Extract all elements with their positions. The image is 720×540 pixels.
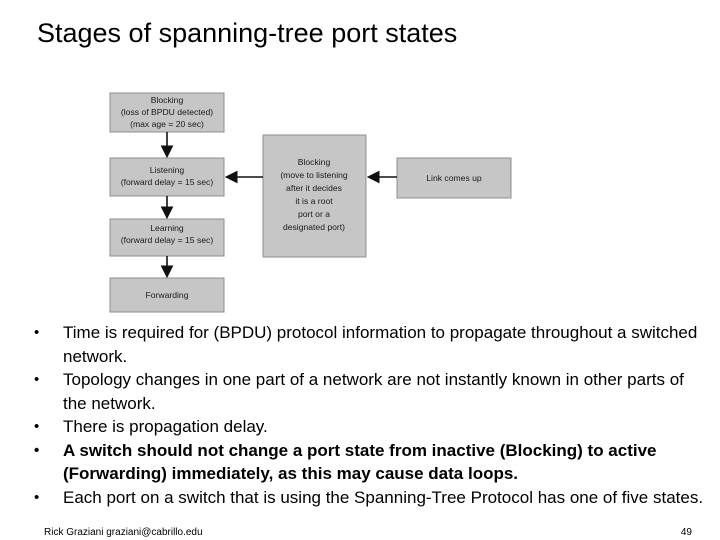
link-comes-up-label: Link comes up bbox=[426, 173, 482, 183]
learning-box: Learning (forward delay = 15 sec) bbox=[109, 218, 225, 257]
bullet-dot: • bbox=[34, 441, 40, 459]
bullet-dot: • bbox=[34, 418, 40, 435]
forwarding-box-line: Forwarding bbox=[146, 290, 189, 300]
bullet-text: There is propagation delay. bbox=[63, 417, 268, 436]
blocking-box-line: (max age = 20 sec) bbox=[130, 119, 204, 129]
learning-box-line: (forward delay = 15 sec) bbox=[121, 235, 214, 245]
port-states-diagram: Blocking (loss of BPDU detected) (max ag… bbox=[109, 92, 512, 313]
bullet-text: A switch should not change a port state … bbox=[63, 440, 657, 484]
bullet-list: • Time is required for (BPDU) protocol in… bbox=[34, 321, 704, 509]
blocking-side-line: Blocking bbox=[298, 157, 331, 167]
bullet-dot: • bbox=[34, 371, 40, 388]
listening-box-line: Listening bbox=[150, 165, 185, 175]
blocking-side-line: port or a bbox=[298, 209, 330, 219]
bullet-item: • A switch should not change a port state… bbox=[34, 439, 704, 486]
bullet-item: • Topology changes in one part of a netwo… bbox=[34, 368, 704, 415]
forwarding-box: Forwarding bbox=[109, 277, 225, 313]
blocking-box-line: Blocking bbox=[151, 95, 184, 105]
slide-title: Stages of spanning-tree port states bbox=[37, 18, 458, 48]
bullet-item: • Each port on a switch that is using the… bbox=[34, 486, 704, 510]
bullet-text: Time is required for (BPDU) protocol inf… bbox=[63, 323, 698, 366]
bullet-item: • There is propagation delay. bbox=[34, 415, 704, 439]
blocking-box: Blocking (loss of BPDU detected) (max ag… bbox=[109, 92, 225, 133]
bullet-text: Each port on a switch that is using the … bbox=[63, 487, 704, 507]
blocking-listening-box: Blocking (move to listening after it dec… bbox=[262, 134, 367, 258]
footer-author: Rick Graziani graziani@cabrillo.edu bbox=[44, 527, 203, 538]
blocking-side-line: it is a root bbox=[295, 196, 333, 206]
learning-box-line: Learning bbox=[150, 223, 184, 233]
blocking-box-line: (loss of BPDU detected) bbox=[121, 107, 213, 117]
bullet-text: Topology changes in one part of a networ… bbox=[63, 370, 684, 413]
blocking-side-line: designated port) bbox=[283, 222, 345, 232]
link-comes-up-box: Link comes up bbox=[396, 157, 512, 199]
bullet-dot: • bbox=[34, 488, 40, 506]
bullet-item: • Time is required for (BPDU) protocol in… bbox=[34, 321, 704, 368]
listening-box: Listening (forward delay = 15 sec) bbox=[109, 157, 225, 197]
blocking-side-line: (move to listening bbox=[280, 170, 348, 180]
listening-box-line: (forward delay = 15 sec) bbox=[121, 177, 214, 187]
blocking-side-line: after it decides bbox=[286, 183, 342, 193]
bullet-dot: • bbox=[34, 324, 40, 341]
page-number: 49 bbox=[680, 527, 692, 538]
